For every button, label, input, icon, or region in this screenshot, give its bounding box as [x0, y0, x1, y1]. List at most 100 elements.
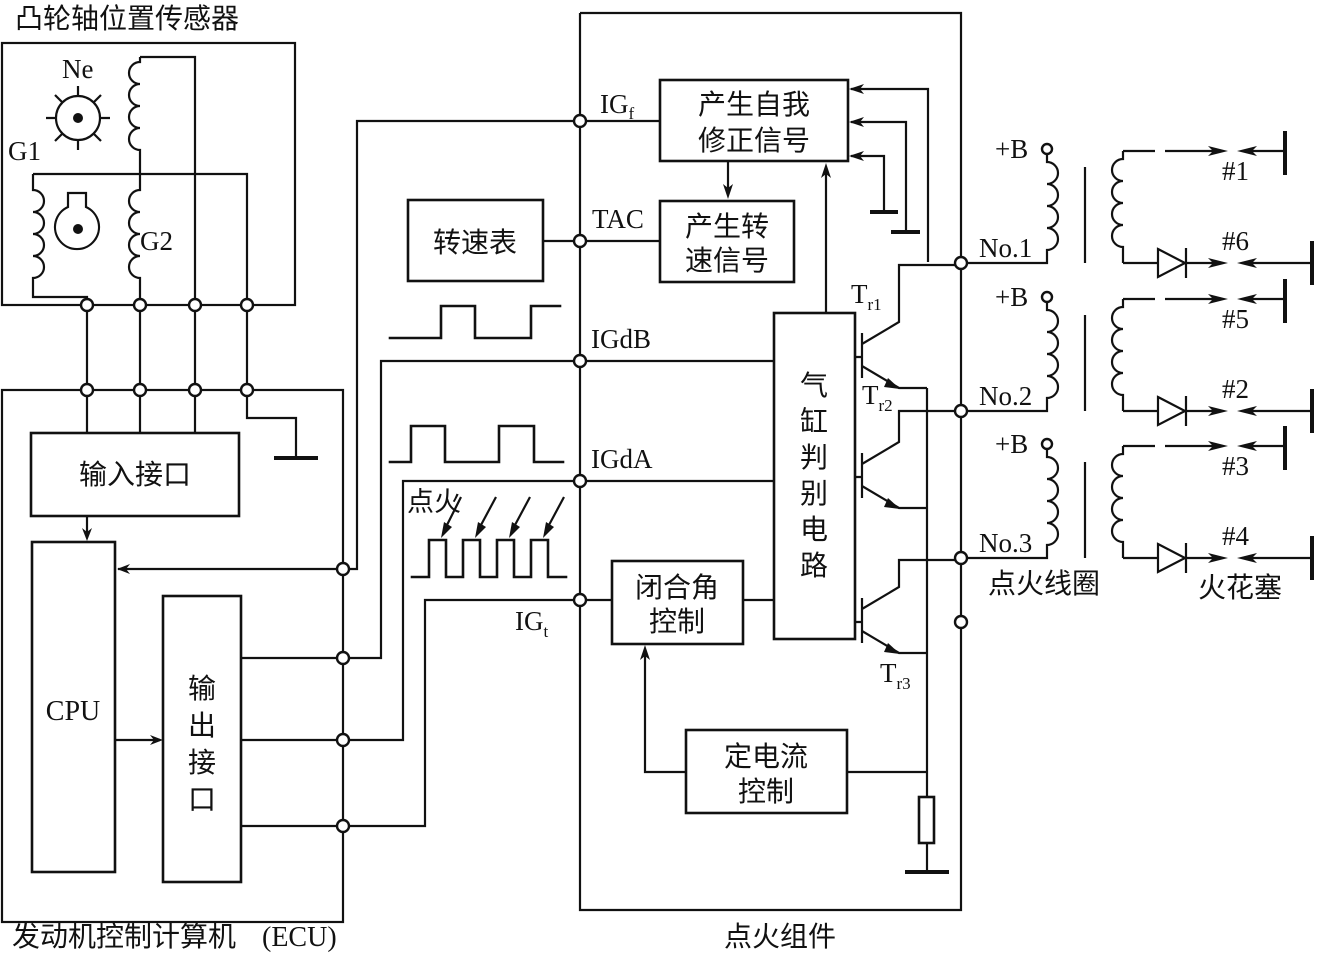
igda-wire	[349, 479, 574, 742]
supply-terminal-icon	[1040, 437, 1054, 451]
secondary-winding-icon	[1110, 299, 1125, 411]
secondary-winding-icon	[1110, 151, 1125, 263]
svg-text:缸: 缸	[800, 405, 828, 438]
plug-label-top: #5	[1222, 304, 1249, 334]
speed-signal-label-2: 速信号	[685, 244, 769, 277]
svg-text:口: 口	[188, 783, 216, 816]
speed-signal-block	[658, 199, 796, 284]
tr2-label: Tr2	[862, 380, 893, 415]
tr1-label: Tr1	[851, 279, 882, 314]
spark-plug-title: 火花塞	[1198, 571, 1282, 604]
plug-label-top: #1	[1222, 156, 1249, 186]
arrow-up-icon	[640, 645, 650, 660]
coil-assembly-3: +BNo.3#3#4	[967, 426, 1314, 580]
feedback-wire-1	[851, 87, 930, 262]
arrow-down-icon	[723, 184, 733, 199]
resistor-icon	[917, 795, 936, 845]
igda-waveform-icon	[388, 424, 565, 464]
igt-waveform-icon	[410, 538, 568, 579]
ground-icon	[870, 210, 920, 234]
g-rotor-icon	[53, 191, 101, 251]
igf-label: IGf	[600, 89, 635, 123]
coil-assembly-1: +B No.1 #1 #6	[967, 131, 1314, 285]
plug-label-bottom: #4	[1222, 521, 1250, 551]
coil-name-label: No.1	[979, 233, 1032, 263]
spark-gap-arrow-icon	[1237, 258, 1257, 268]
igda-label: IGdA	[591, 444, 653, 474]
spark-gap-arrow-icon	[1237, 146, 1257, 156]
cpu-label: CPU	[46, 696, 100, 727]
transistor-tr1-icon	[855, 263, 961, 390]
ignition-coils: +BNo.1#1#6+BNo.2#5#2+BNo.3#3#4	[967, 131, 1314, 580]
arrow-down-icon	[82, 528, 92, 541]
coil-assembly-2: +BNo.2#5#2	[967, 279, 1314, 433]
primary-wire	[967, 255, 1049, 265]
svg-text:电: 电	[800, 513, 828, 546]
tr3-label: Tr3	[880, 658, 911, 693]
svg-text:别: 别	[800, 477, 828, 510]
current-to-dwell-wire	[643, 652, 686, 774]
internal-signal-wires	[586, 119, 774, 602]
igniter-input-terminals	[572, 113, 588, 608]
cylinder-discrimination-label: 气 缸 判 别 电 路	[800, 369, 828, 582]
g1-pickup-coil-icon	[31, 174, 89, 305]
cpu-block	[30, 540, 117, 874]
igt-label: IGt	[515, 606, 549, 641]
g2-pickup-coil-icon	[127, 175, 142, 305]
primary-winding-icon	[1045, 303, 1060, 403]
supply-terminal-icon	[1040, 290, 1054, 304]
cam-sensor-title: 凸轮轴位置传感器	[15, 2, 239, 35]
ecu-title: 发动机控制计算机	[12, 920, 236, 953]
speed-signal-label-1: 产生转	[685, 210, 769, 243]
signal-harness	[349, 119, 574, 828]
svg-text:判: 判	[800, 441, 828, 474]
secondary-winding-icon	[1110, 446, 1125, 558]
spark-gap-arrow-icon	[1208, 441, 1228, 451]
spark-gap-arrow-icon	[1237, 441, 1257, 451]
transistor-tr3-icon	[855, 558, 961, 655]
spark-gap-arrow-icon	[1237, 553, 1257, 563]
tachometer-label: 转速表	[433, 226, 517, 259]
igf-wire	[349, 119, 574, 571]
arrow-left-icon	[117, 564, 130, 574]
coil-name-label: No.2	[979, 381, 1032, 411]
tac-label: TAC	[592, 204, 644, 234]
supply-label: +B	[995, 134, 1028, 164]
plug-label-bottom: #6	[1222, 226, 1249, 256]
primary-wire	[967, 550, 1049, 560]
igt-wire	[349, 598, 574, 828]
dwell-angle-control-block	[610, 559, 745, 646]
coil-name-label: No.3	[979, 528, 1032, 558]
ignition-coil-title: 点火线圈	[988, 567, 1100, 600]
ne-label: Ne	[62, 54, 93, 84]
feedback-wire-3	[851, 154, 886, 212]
arrow-left-icon	[849, 84, 864, 161]
ne-rotor-icon	[46, 86, 110, 150]
svg-text:输: 输	[188, 672, 216, 705]
primary-wire	[967, 403, 1049, 413]
g2-label: G2	[140, 226, 173, 256]
spark-gap-arrow-icon	[1237, 294, 1257, 304]
diode-icon	[1156, 542, 1188, 574]
spark-gap-arrow-icon	[1208, 553, 1228, 563]
sensor-common-wire	[33, 172, 249, 305]
ignition-arrows-icon	[441, 496, 565, 538]
supply-terminal-icon	[1040, 142, 1054, 156]
svg-text:路: 路	[800, 549, 828, 582]
constant-current-label-2: 控制	[738, 775, 794, 808]
supply-label: +B	[995, 429, 1028, 459]
spark-gap-arrow-icon	[1208, 258, 1228, 268]
output-wires	[241, 656, 343, 828]
cylinder-discrimination-block	[772, 311, 857, 641]
output-interface-label: 输 出 接 口	[188, 672, 216, 816]
feedback-wire-2	[851, 120, 908, 232]
igniter-module: IGf TAC IGdB IGdA IGt 产生自我 修正信号 产生转 速信号	[515, 11, 969, 953]
igniter-housing	[578, 11, 963, 912]
self-correction-label-2: 修正信号	[698, 124, 810, 157]
spark-gap-arrow-icon	[1208, 406, 1228, 416]
input-wires	[85, 396, 197, 433]
primary-winding-icon	[1045, 450, 1060, 550]
svg-text:接: 接	[188, 746, 216, 779]
plug-label-bottom: #2	[1222, 374, 1249, 404]
